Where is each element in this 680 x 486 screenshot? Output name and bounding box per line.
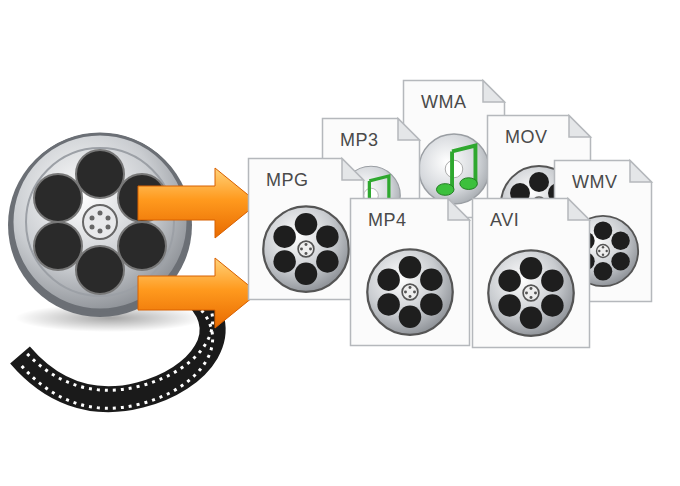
format-label: AVI <box>490 210 519 231</box>
format-label: WMA <box>421 92 467 113</box>
reel-icon <box>263 206 349 292</box>
document-outline <box>473 199 590 348</box>
folded-corner <box>342 159 364 181</box>
folded-corner <box>568 199 590 221</box>
file-icon: AVI <box>472 198 590 348</box>
document-shape <box>472 198 590 348</box>
format-label: MP3 <box>340 130 379 151</box>
folded-corner <box>483 81 505 103</box>
folded-corner <box>569 116 591 138</box>
reel-icon <box>488 250 574 336</box>
file-icon: MP4 <box>350 198 470 346</box>
document-outline <box>351 199 470 346</box>
folded-corner <box>630 161 652 183</box>
folded-corner <box>398 119 420 141</box>
document-outline <box>249 159 364 300</box>
reel-icon <box>367 249 453 335</box>
file-icon: MPG <box>248 158 364 300</box>
audio-icon <box>419 134 489 204</box>
folded-corner <box>448 199 470 221</box>
format-label: MPG <box>266 170 309 191</box>
format-label: MP4 <box>368 210 407 231</box>
format-label: MOV <box>505 127 548 148</box>
format-label: WMV <box>572 172 618 193</box>
